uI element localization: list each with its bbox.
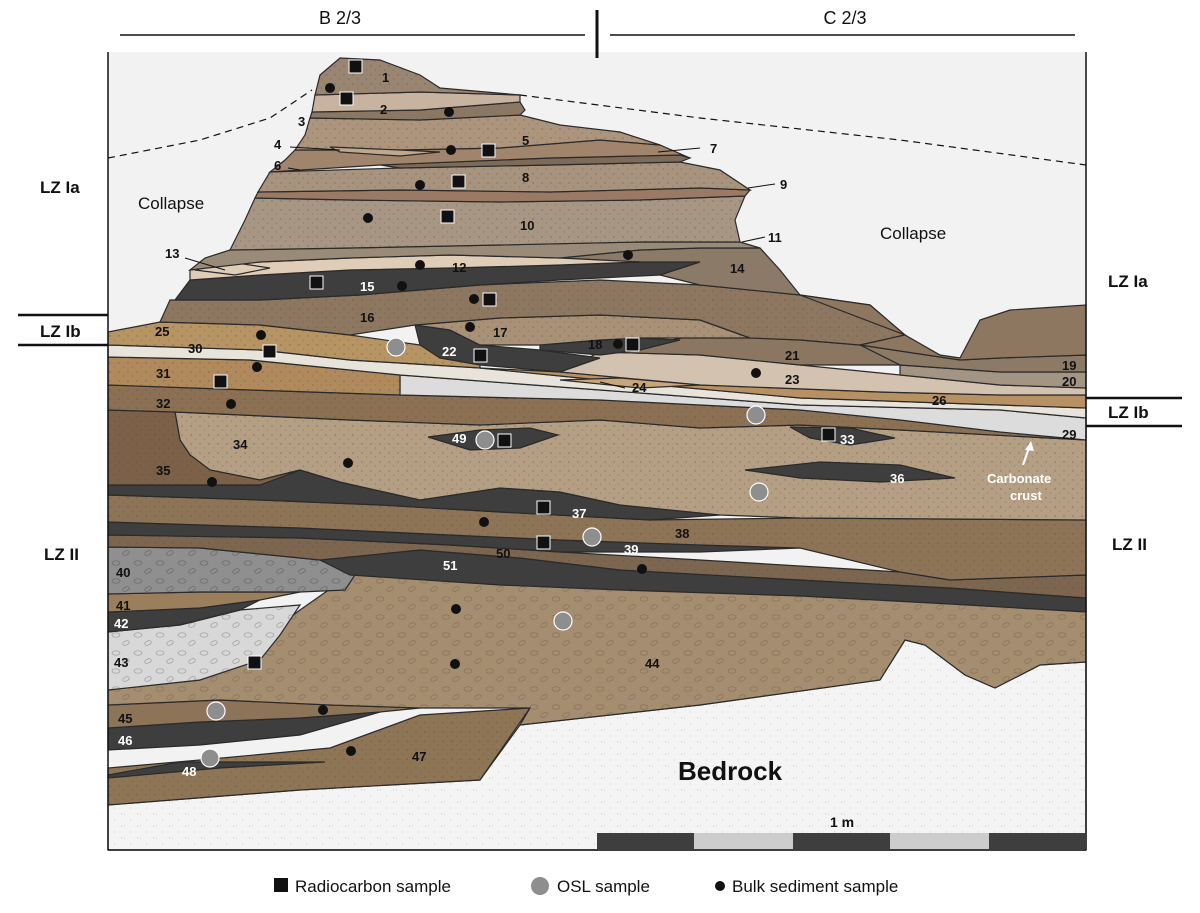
layer-number-51: 51 (443, 558, 457, 573)
legend-radiocarbon-label: Radiocarbon sample (295, 877, 451, 896)
layer-number-11: 11 (768, 230, 782, 245)
zone-label-lz-ii-right: LZ II (1112, 535, 1147, 554)
legend-radiocarbon-swatch (274, 878, 288, 892)
carbonate-label-line2: crust (1010, 488, 1042, 503)
layer-number-41: 41 (116, 598, 130, 613)
zone-label-lz-ia-left: LZ Ia (40, 178, 80, 197)
radiocarbon-markers (213, 59, 836, 670)
layer-number-19: 19 (1062, 358, 1076, 373)
layer-36 (744, 461, 956, 483)
layer-number-24: 24 (632, 380, 647, 395)
layer-number-44: 44 (645, 656, 660, 671)
layer-33 (789, 426, 896, 446)
zone-label-lz-ii-left: LZ II (44, 545, 79, 564)
layer-number-50: 50 (496, 546, 510, 561)
zone-label-lz-ib-left: LZ Ib (40, 322, 81, 341)
layer-number-49: 49 (452, 431, 466, 446)
collapse-label-left: Collapse (138, 194, 204, 213)
section-label-right: C 2/3 (823, 8, 866, 28)
layer-number-37: 37 (572, 506, 586, 521)
layer-number-17: 17 (493, 325, 507, 340)
layer-number-43: 43 (114, 655, 128, 670)
layer-number-47: 47 (412, 749, 426, 764)
layer-number-12: 12 (452, 260, 466, 275)
layer-number-8: 8 (522, 170, 529, 185)
layer-number-40: 40 (116, 565, 130, 580)
legend-bulk-swatch (715, 881, 725, 891)
layer-number-5: 5 (522, 133, 529, 148)
layer-number-32: 32 (156, 396, 170, 411)
layer-4 (329, 146, 441, 157)
layer-number-39: 39 (624, 542, 638, 557)
layer-number-36: 36 (890, 471, 904, 486)
layer-number-48: 48 (182, 764, 196, 779)
layer-number-30: 30 (188, 341, 202, 356)
zone-label-lz-ia-right: LZ Ia (1108, 272, 1148, 291)
layer-number-25: 25 (155, 324, 169, 339)
layer-number-34: 34 (233, 437, 248, 452)
layer-number-10: 10 (520, 218, 534, 233)
layer-number-26: 26 (932, 393, 946, 408)
layer-right-upper (799, 294, 1087, 361)
layer-number-35: 35 (156, 463, 170, 478)
carbonate-label-line1: Carbonate (987, 471, 1051, 486)
bedrock-label: Bedrock (678, 756, 783, 786)
layer-numbers: 1 2 3 4 5 6 7 8 9 10 11 12 13 14 15 16 1… (114, 70, 1076, 779)
osl-markers (200, 337, 769, 768)
collapse-label-right: Collapse (880, 224, 946, 243)
dashed-surface-left (107, 89, 313, 159)
scale-label: 1 m (830, 814, 854, 830)
layer-number-22: 22 (442, 344, 456, 359)
layer-number-33: 33 (840, 432, 854, 447)
layer-number-13: 13 (165, 246, 179, 261)
bulk-markers (207, 83, 761, 756)
layer-number-15: 15 (360, 279, 374, 294)
layer-number-1: 1 (382, 70, 389, 85)
layer-number-14: 14 (730, 261, 745, 276)
legend-osl-swatch (531, 877, 549, 895)
layer-number-2: 2 (380, 102, 387, 117)
layer-number-7: 7 (710, 141, 717, 156)
layer-number-6: 6 (274, 158, 281, 173)
layer-number-20: 20 (1062, 374, 1076, 389)
layer-number-21: 21 (785, 348, 799, 363)
layer-number-16: 16 (360, 310, 374, 325)
layer-number-18: 18 (588, 337, 602, 352)
layer-number-4: 4 (274, 137, 282, 152)
layer-number-3: 3 (298, 114, 305, 129)
layer-number-29: 29 (1062, 427, 1076, 442)
layer-number-46: 46 (118, 733, 132, 748)
legend: Radiocarbon sample OSL sample Bulk sedim… (274, 877, 898, 896)
legend-bulk-label: Bulk sediment sample (732, 877, 898, 896)
layer-number-31: 31 (156, 366, 170, 381)
layer-number-42: 42 (114, 616, 128, 631)
zone-label-lz-ib-right: LZ Ib (1108, 403, 1149, 422)
section-label-left: B 2/3 (319, 8, 361, 28)
layer-number-45: 45 (118, 711, 132, 726)
layer-number-23: 23 (785, 372, 799, 387)
dashed-surface-right (519, 94, 1087, 166)
layer-number-38: 38 (675, 526, 689, 541)
layer-number-9: 9 (780, 177, 787, 192)
legend-osl-label: OSL sample (557, 877, 650, 896)
